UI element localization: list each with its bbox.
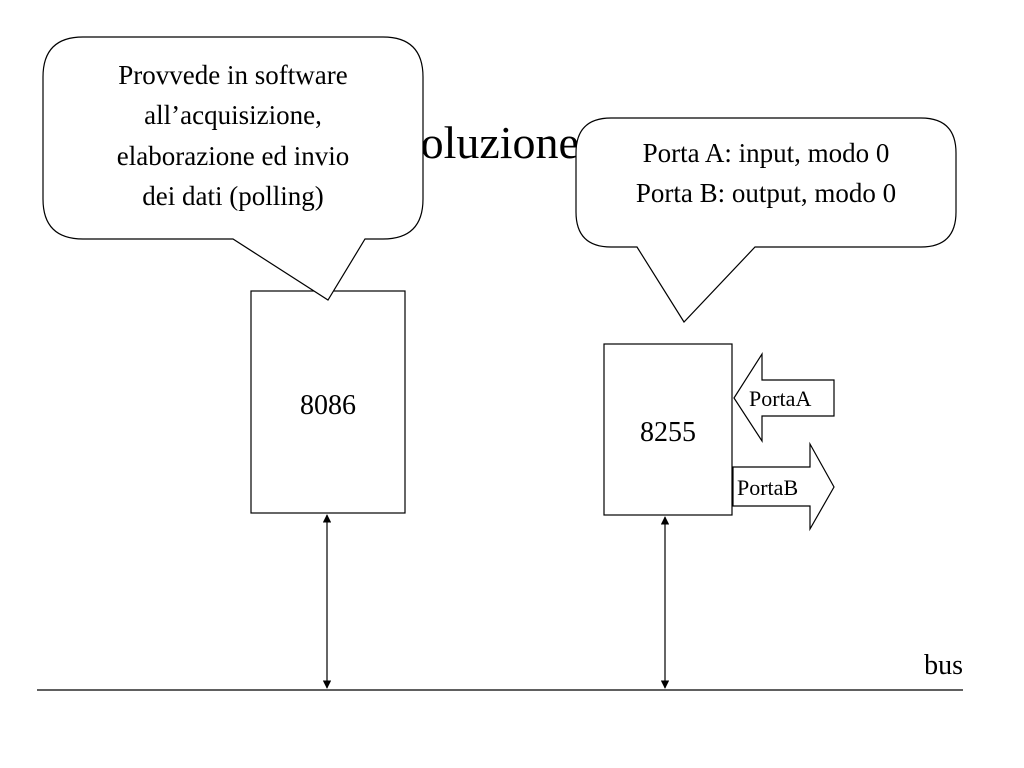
cpu-8086-label: 8086: [300, 390, 356, 421]
ppi-8255-label: 8255: [640, 417, 696, 448]
ppi-note-callout: [575, 117, 957, 323]
ppi-note-line-1: Porta A: input, modo 0: [643, 138, 890, 168]
bus-label: bus: [924, 650, 963, 681]
cpu-note-line-4: dei dati (polling): [142, 181, 323, 211]
ppi-note-line-2: Porta B: output, modo 0: [636, 178, 896, 208]
port-b-arrow: [732, 441, 835, 532]
cpu-8086-block: [250, 290, 406, 514]
port-a-label: PortaA: [749, 386, 811, 411]
cpu-note-line-1: Provvede in software: [118, 60, 347, 90]
cpu-note-line-3: elaborazione ed invio: [117, 141, 349, 171]
port-b-label: PortaB: [737, 475, 798, 500]
port-a-arrow: [733, 351, 835, 444]
cpu-note-callout: [42, 36, 424, 301]
ppi-8255-block: [603, 343, 733, 516]
cpu-note-line-2: all’acquisizione,: [144, 100, 322, 130]
